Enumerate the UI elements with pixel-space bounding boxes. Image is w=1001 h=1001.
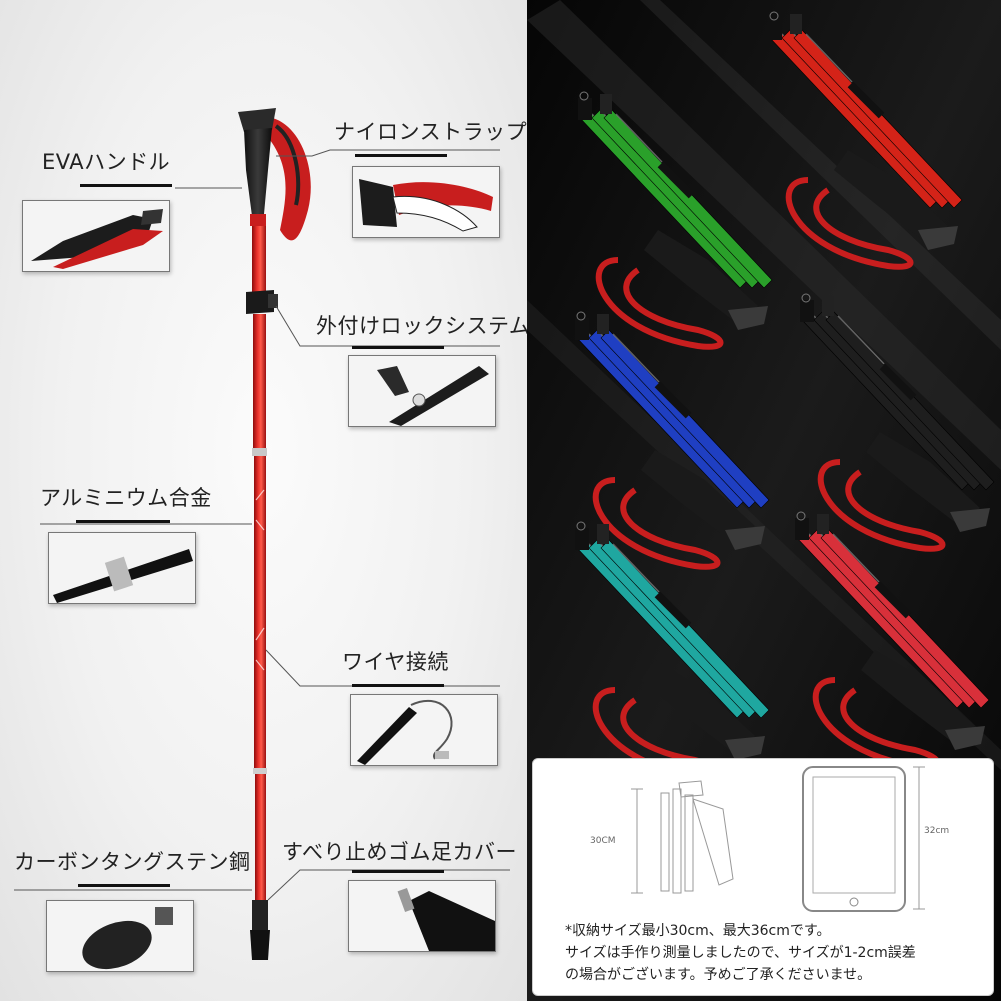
underline	[352, 346, 444, 349]
pole-bundle-red	[768, 11, 963, 270]
aluminum-alloy-thumbnail	[48, 532, 196, 604]
tablet-size-label: 32cm	[924, 826, 950, 836]
underline	[80, 184, 172, 187]
pole-bundle-green	[578, 91, 773, 350]
strap-shape	[270, 118, 311, 241]
pole-bundle-blue	[575, 311, 770, 570]
tungsten-carbide-thumbnail	[46, 900, 194, 972]
underline	[78, 884, 170, 887]
label-lock-system: 外付けロックシステム	[316, 314, 531, 338]
grip-shape	[244, 128, 272, 216]
underline	[76, 520, 170, 523]
rubber-foot-shape	[250, 930, 270, 960]
underline	[352, 870, 444, 873]
label-tungsten-carbide: カーボンタングステン鋼	[14, 850, 251, 874]
underline	[355, 154, 447, 157]
label-nylon-strap: ナイロンストラップ	[334, 120, 528, 144]
underline	[352, 684, 444, 687]
pole-bundle-pink-red	[795, 511, 990, 770]
eva-handle-thumbnail	[22, 200, 170, 272]
tablet-icon	[802, 766, 906, 912]
lock-system-thumbnail	[348, 355, 496, 427]
label-rubber-foot-cover: すべり止めゴム足カバー	[282, 840, 518, 864]
label-wire-connection: ワイヤ接続	[342, 650, 449, 674]
folded-size-label: 30CM	[590, 836, 616, 846]
wire-connection-thumbnail	[350, 694, 498, 766]
pole-bundle-black	[800, 293, 995, 552]
rubber-foot-thumbnail	[348, 880, 496, 952]
note-line-3: の場合がございます。予めご了承くださいませ。	[565, 967, 872, 983]
note-line-2: サイズは手作り測量しましたので、サイズが1-2cm誤差	[565, 945, 916, 961]
lock-clamp-shape	[246, 290, 274, 314]
pole-bundle-teal	[575, 521, 770, 780]
label-aluminum-alloy: アルミニウム合金	[40, 486, 212, 510]
label-eva-handle: EVAハンドル	[42, 150, 171, 174]
note-line-1: *収納サイズ最小30cm、最大36cmです。	[565, 923, 831, 939]
size-info-box	[532, 758, 994, 996]
folded-pole-sketch	[660, 780, 734, 894]
nylon-strap-thumbnail	[352, 166, 500, 238]
